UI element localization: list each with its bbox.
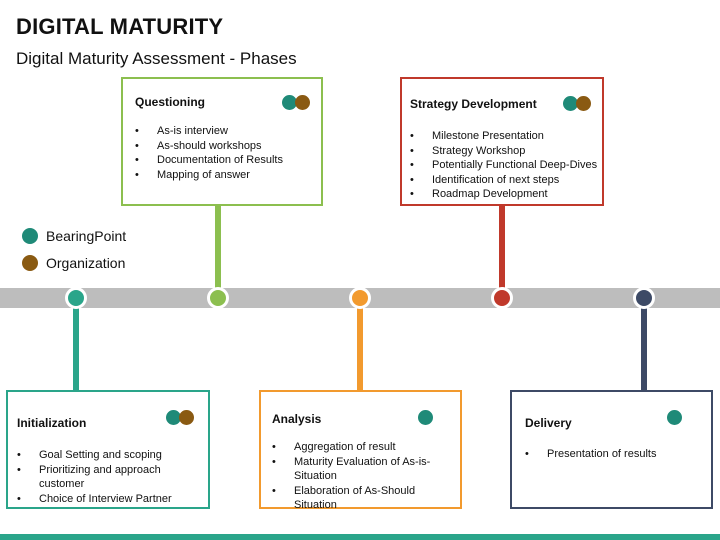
phase-title: Questioning [135,95,205,109]
initialization-node [65,287,87,309]
questioning-node [207,287,229,309]
owner-dots [667,410,682,425]
list-item: As-is interview [135,124,315,139]
questioning-box: Questioning As-is interview As-should wo… [121,77,323,206]
owner-dots [563,96,591,111]
delivery-node [633,287,655,309]
list-item: Elaboration of As-Should Situation [272,484,457,513]
list-item: Mapping of answer [135,168,315,183]
organization-dot-icon [179,410,194,425]
list-item: As-should workshops [135,139,315,154]
legend-item-bearingpoint: BearingPoint [22,227,126,245]
analysis-connector [357,298,363,391]
bearingpoint-dot-icon [166,410,181,425]
phase-item-list: Milestone Presentation Strategy Workshop… [410,129,602,202]
owner-dots [282,95,310,110]
legend-item-organization: Organization [22,254,125,272]
list-item: Choice of Interview Partner [17,492,197,507]
list-item: Presentation of results [525,447,705,462]
phase-item-list: Aggregation of result Maturity Evaluatio… [272,440,457,513]
strategy-development-connector [499,205,505,298]
list-item: Strategy Workshop [410,144,602,159]
list-item: Potentially Functional Deep-Dives [410,158,602,173]
owner-dots [166,410,194,425]
phase-title: Strategy Development [410,97,537,111]
legend-label: BearingPoint [46,228,127,244]
phase-title: Analysis [272,412,322,426]
legend-label: Organization [46,255,126,271]
bearingpoint-dot-icon [282,95,297,110]
phase-item-list: Goal Setting and scoping Prioritizing an… [17,448,197,506]
list-item: Goal Setting and scoping [17,448,197,463]
analysis-box: Analysis Aggregation of result Maturity … [259,390,462,511]
phase-item-list: As-is interview As-should workshops Docu… [135,124,315,182]
list-item: Milestone Presentation [410,129,602,144]
bearingpoint-dot-icon [418,410,433,425]
analysis-node [349,287,371,309]
phase-title: Initialization [17,416,87,430]
page-title: DIGITAL MATURITY [16,14,224,39]
organization-dot-icon [295,95,310,110]
bearingpoint-dot-icon [22,228,38,244]
list-item: Identification of next steps [410,173,602,188]
questioning-connector [215,205,221,298]
owner-dots [418,410,433,425]
phase-item-list: Presentation of results [525,447,705,462]
strategy-development-node [491,287,513,309]
bearingpoint-dot-icon [563,96,578,111]
delivery-connector [641,298,647,391]
initialization-connector [73,298,79,391]
delivery-box: Delivery Presentation of results [510,390,713,509]
bottom-accent-bar [0,534,720,540]
phase-title: Delivery [525,416,572,430]
strategy-development-box: Strategy Development Milestone Presentat… [400,77,604,206]
list-item: Prioritizing and approach customer [17,463,197,492]
list-item: Maturity Evaluation of As-is-Situation [272,455,457,484]
list-item: Documentation of Results [135,153,315,168]
list-item: Aggregation of result [272,440,457,455]
organization-dot-icon [576,96,591,111]
initialization-box: Initialization Goal Setting and scoping … [6,390,210,509]
list-item: Roadmap Development [410,187,602,202]
bearingpoint-dot-icon [667,410,682,425]
organization-dot-icon [22,255,38,271]
page-subtitle: Digital Maturity Assessment - Phases [16,49,297,68]
